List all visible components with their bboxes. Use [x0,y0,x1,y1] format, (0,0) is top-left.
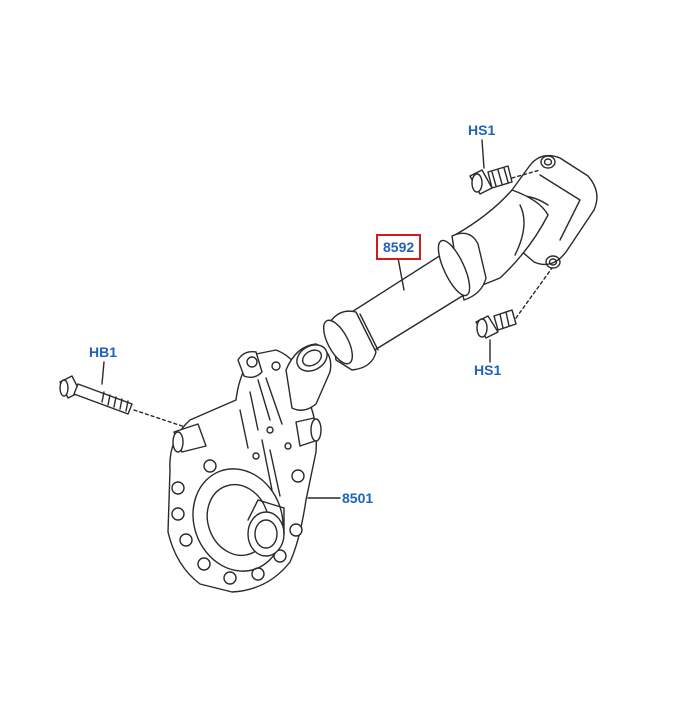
callout-hb1[interactable]: HB1 [89,344,118,360]
leader-8592 [397,257,405,291]
callout-hs1-lower[interactable]: HS1 [474,362,502,378]
bolt-hs1-upper [469,165,541,195]
bolt-hs1-lower [475,267,553,339]
callout-hs1-upper[interactable]: HS1 [468,122,496,138]
leader-hs1-upper [481,139,485,169]
callout-8501[interactable]: 8501 [342,490,374,506]
bolt-hb1 [59,375,201,433]
water-pump-8501 [167,343,341,593]
leader-hb1 [101,361,105,385]
coolant-tube-8592 [322,232,487,371]
callout-8592-highlighted[interactable]: 8592 [376,234,422,260]
